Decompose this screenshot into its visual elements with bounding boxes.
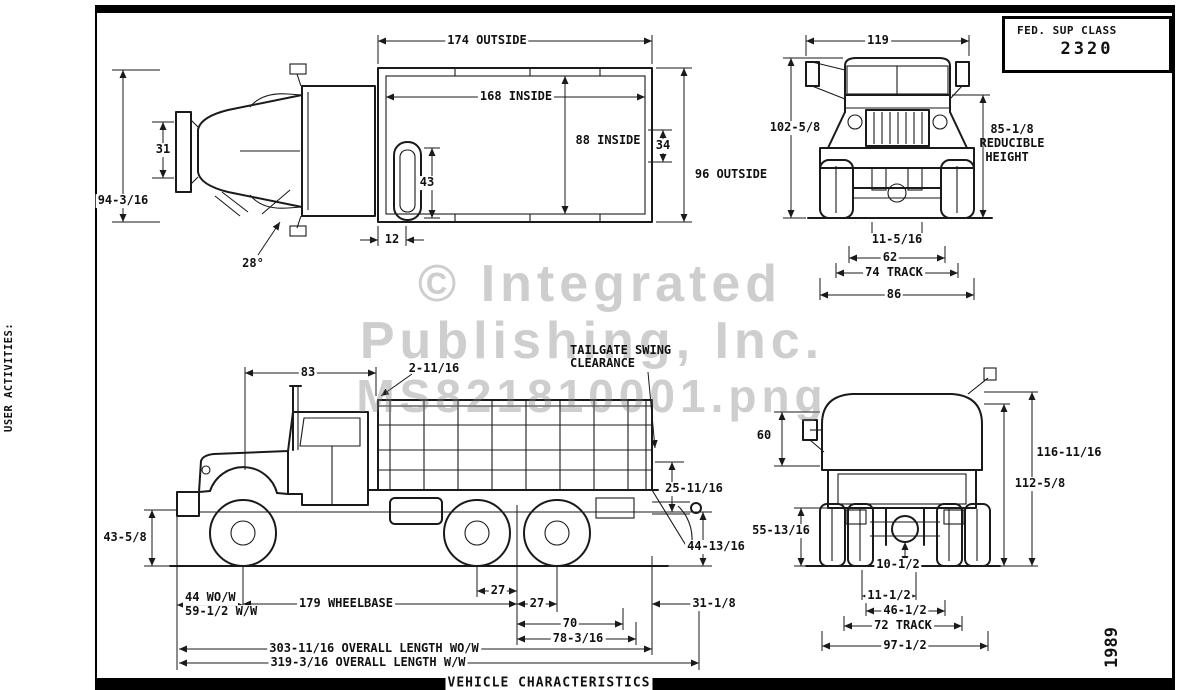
note-tailgate-swing: TAILGATE SWING bbox=[570, 343, 672, 358]
dim-label-303-11-16-overall: 303-11/16 OVERALL LENGTH WO/W bbox=[267, 641, 481, 656]
left-margin-text: USER ACTIVITIES: bbox=[3, 322, 15, 432]
year-text: 1989 bbox=[1102, 627, 1122, 668]
dim-label-43-5-8: 43-5/8 bbox=[101, 530, 149, 545]
side-view-drawing bbox=[169, 385, 702, 567]
left-border-line bbox=[95, 5, 97, 690]
dim-label-319-3-16-overall: 319-3/16 OVERALL LENGTH W/W bbox=[268, 655, 468, 670]
fed-sup-class-label: FED. SUP CLASS bbox=[1017, 24, 1117, 37]
dim-label-31: 31 bbox=[153, 142, 173, 157]
dim-label-2-11-16: 2-11/16 bbox=[408, 361, 460, 376]
dim-label-44-wow: 44 WO/W bbox=[183, 590, 238, 605]
front-view-drawing bbox=[805, 57, 993, 219]
dim-label-60: 60 bbox=[754, 428, 774, 443]
dim-label-179-wheelbase: 179 WHEELBASE bbox=[297, 596, 395, 611]
dim-label-102-5-8: 102-5/8 bbox=[767, 120, 823, 135]
dim-label-94-3-16: 94-3/16 bbox=[95, 193, 151, 208]
dim-label-72-track: 72 TRACK bbox=[872, 618, 934, 633]
dim-label-12: 12 bbox=[382, 232, 402, 247]
rear-view-drawing bbox=[802, 367, 1001, 567]
fed-sup-class-box: FED. SUP CLASS 2320 bbox=[1002, 16, 1172, 73]
dim-label-86: 86 bbox=[884, 287, 904, 302]
dim-label-31-1-8: 31-1/8 bbox=[690, 596, 738, 611]
dim-label-112-5-8: 112-5/8 bbox=[1012, 476, 1068, 491]
dim-label-96-outside: 96 OUTSIDE bbox=[694, 167, 768, 182]
dim-label-27-front: 27 bbox=[488, 583, 508, 598]
dim-label-11-5-16: 11-5/16 bbox=[869, 232, 925, 247]
dim-label-46-1-2: 46-1/2 bbox=[881, 603, 929, 618]
dim-label-85-1-8: 85-1/8 bbox=[990, 122, 1034, 137]
dim-label-27-rear: 27 bbox=[527, 596, 547, 611]
dim-label-97-1-2: 97-1/2 bbox=[881, 638, 929, 653]
dim-label-34: 34 bbox=[653, 138, 673, 153]
dim-label-119: 119 bbox=[865, 33, 891, 48]
dim-label-62: 62 bbox=[880, 250, 900, 265]
dim-label-25-11-16: 25-11/16 bbox=[663, 481, 725, 496]
dim-label-28-degrees: 28° bbox=[242, 256, 264, 271]
dim-label-43: 43 bbox=[417, 175, 437, 190]
dim-label-11-1-2: 11-1/2 bbox=[865, 588, 913, 603]
right-border-line bbox=[1172, 5, 1175, 690]
top-border-bar bbox=[95, 5, 1175, 13]
dim-label-78-3-16: 78-3/16 bbox=[550, 631, 606, 646]
dim-label-74-track: 74 TRACK bbox=[863, 265, 925, 280]
dim-label-70: 70 bbox=[560, 616, 580, 631]
page-caption: VEHICLE CHARACTERISTICS bbox=[445, 675, 653, 690]
label-reducible: REDUCIBLE bbox=[979, 136, 1045, 151]
dim-label-88-inside: 88 INSIDE bbox=[573, 133, 643, 148]
label-height: HEIGHT bbox=[985, 150, 1029, 165]
dim-label-83: 83 bbox=[298, 365, 318, 380]
top-view-drawing bbox=[175, 63, 653, 237]
dim-label-10-1-2: 10-1/2 bbox=[874, 557, 922, 572]
fed-sup-class-value: 2320 bbox=[1060, 39, 1114, 59]
dim-label-116-11-16: 116-11/16 bbox=[1036, 445, 1102, 460]
dim-label-174-outside: 174 OUTSIDE bbox=[445, 33, 529, 48]
dim-label-168-inside: 168 INSIDE bbox=[477, 89, 555, 104]
note-clearance: CLEARANCE bbox=[570, 356, 636, 371]
dim-label-44-13-16: 44-13/16 bbox=[685, 539, 747, 554]
dim-label-55-13-16: 55-13/16 bbox=[750, 523, 812, 538]
dim-label-59-1-2-ww: 59-1/2 W/W bbox=[183, 604, 260, 619]
